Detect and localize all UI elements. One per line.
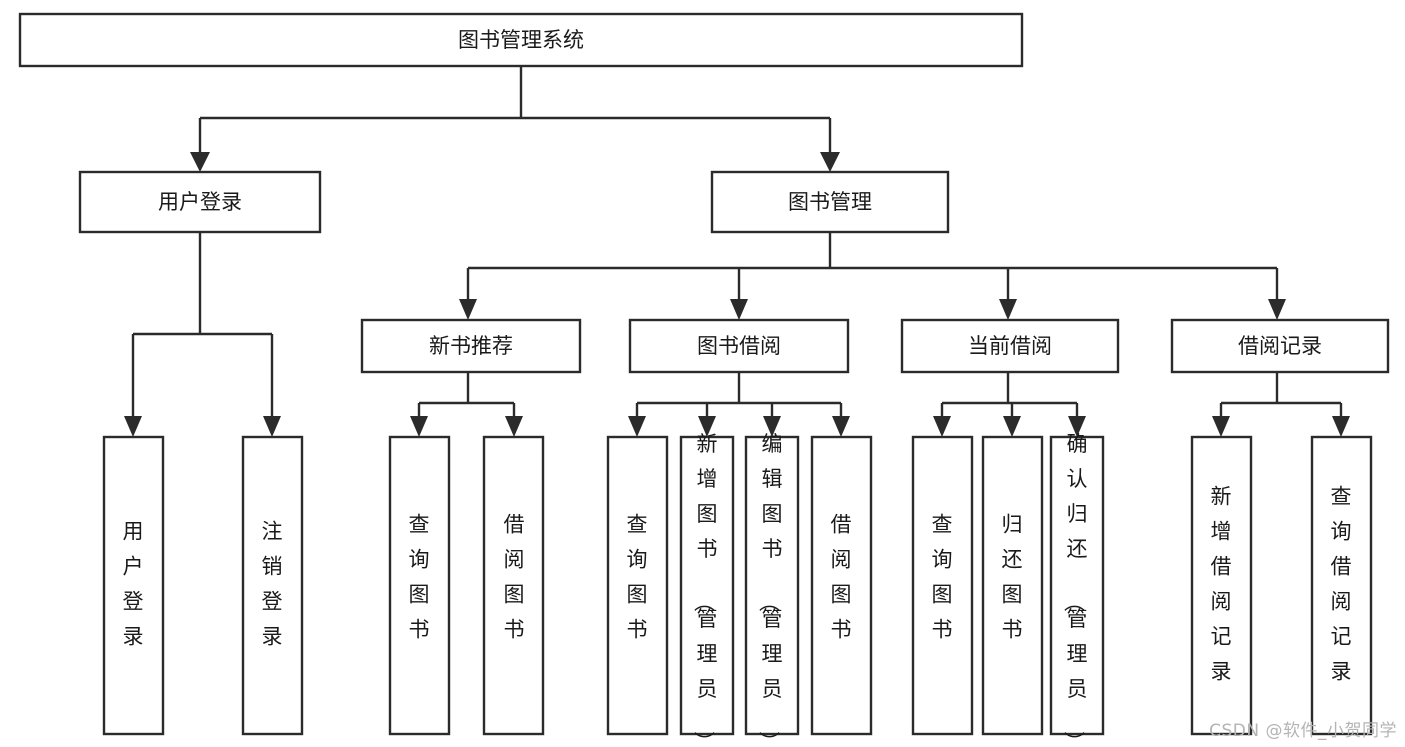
edge-group-book-mgmt	[459, 232, 1286, 320]
node-leaf-borrow-book-2-box[interactable]	[810, 435, 873, 736]
node-user-login-box[interactable]	[78, 170, 322, 234]
node-leaf-logout-label: 注销登录	[262, 520, 283, 649]
arrow-head-leaf-query-book-2	[628, 416, 646, 437]
node-root-label: 图书管理系统	[458, 28, 584, 52]
node-leaf-confirm-return-admin-label: 确认归还（管理员）	[1062, 432, 1088, 747]
node-leaf-borrow-book-2-label: 借阅图书	[831, 513, 852, 642]
node-leaf-borrow-book-2[interactable]: 借阅图书	[810, 435, 873, 736]
node-leaf-query-book-1[interactable]: 查询图书	[388, 435, 451, 736]
arrow-head-leaf-add-record	[1212, 416, 1230, 437]
node-leaf-query-record-label: 查询借阅记录	[1331, 485, 1352, 684]
edge-group-root	[190, 66, 840, 172]
edge-group-borrow-record	[1212, 372, 1350, 437]
node-leaf-user-login[interactable]: 用户登录	[102, 435, 165, 736]
node-borrow-record-box[interactable]	[1170, 318, 1390, 374]
node-leaf-borrow-book-1[interactable]: 借阅图书	[482, 435, 545, 736]
node-book-borrow-label: 图书借阅	[697, 334, 781, 358]
node-leaf-add-record[interactable]: 新增借阅记录	[1190, 435, 1253, 736]
arrow-head-leaf-query-book-1	[410, 416, 428, 437]
node-borrow-record-label: 借阅记录	[1238, 334, 1322, 358]
arrow-head-new-book-rec	[459, 299, 477, 320]
node-leaf-return-book[interactable]: 归还图书	[981, 435, 1044, 736]
arrow-head-leaf-logout	[263, 416, 281, 437]
node-leaf-user-login-label: 用户登录	[123, 520, 144, 649]
node-leaf-confirm-return-admin[interactable]: 确认归还（管理员）	[1049, 432, 1105, 747]
node-current-borrow-box[interactable]	[900, 318, 1120, 374]
node-leaf-query-book-2[interactable]: 查询图书	[606, 435, 669, 736]
arrow-head-leaf-query-record	[1332, 416, 1350, 437]
node-leaf-query-book-2-box[interactable]	[606, 435, 669, 736]
node-borrow-record[interactable]: 借阅记录	[1170, 318, 1390, 374]
arrow-head-leaf-confirm-return-admin	[1068, 416, 1086, 437]
arrow-head-leaf-user-login	[124, 416, 142, 437]
node-root[interactable]: 图书管理系统	[18, 12, 1024, 68]
edge-group-new-book-rec	[410, 372, 523, 437]
edge-group-user-login	[124, 232, 281, 437]
node-leaf-confirm-return-admin-box[interactable]	[1049, 435, 1105, 736]
arrow-head-borrow-record	[1268, 299, 1286, 320]
node-current-borrow-label: 当前借阅	[968, 334, 1052, 358]
arrow-head-current-borrow	[999, 299, 1017, 320]
node-leaf-query-record-box[interactable]	[1310, 435, 1373, 736]
node-current-borrow[interactable]: 当前借阅	[900, 318, 1120, 374]
node-new-book-rec-box[interactable]	[360, 318, 582, 374]
arrow-head-leaf-add-book-admin	[698, 416, 716, 437]
node-book-mgmt[interactable]: 图书管理	[710, 170, 950, 234]
node-leaf-edit-book-admin-label: 编辑图书（管理员）	[757, 432, 783, 747]
node-leaf-add-book-admin-label: 新增图书（管理员）	[692, 432, 718, 747]
node-leaf-query-book-3[interactable]: 查询图书	[911, 435, 974, 736]
node-new-book-rec-label: 新书推荐	[429, 334, 513, 358]
node-leaf-add-book-admin-box[interactable]	[679, 435, 735, 736]
node-leaf-logout[interactable]: 注销登录	[241, 435, 304, 736]
node-leaf-add-book-admin[interactable]: 新增图书（管理员）	[679, 432, 735, 747]
node-leaf-user-login-box[interactable]	[102, 435, 165, 736]
node-leaf-edit-book-admin[interactable]: 编辑图书（管理员）	[744, 432, 800, 747]
node-leaf-borrow-book-1-label: 借阅图书	[504, 513, 525, 642]
node-leaf-query-book-2-label: 查询图书	[627, 513, 648, 642]
node-leaf-add-record-box[interactable]	[1190, 435, 1253, 736]
csdn-watermark: CSDN @软件_小贺同学	[1209, 721, 1397, 741]
node-book-mgmt-label: 图书管理	[788, 190, 872, 214]
node-leaf-query-record[interactable]: 查询借阅记录	[1310, 435, 1373, 736]
arrow-head-leaf-edit-book-admin	[763, 416, 781, 437]
node-new-book-rec[interactable]: 新书推荐	[360, 318, 582, 374]
node-leaf-return-book-label: 归还图书	[1002, 513, 1023, 642]
node-leaf-borrow-book-1-box[interactable]	[482, 435, 545, 736]
arrow-head-user-login	[190, 152, 210, 172]
arrow-head-book-borrow	[730, 299, 748, 320]
node-root-box[interactable]	[18, 12, 1024, 68]
arrow-head-leaf-return-book	[1003, 416, 1021, 437]
node-book-borrow[interactable]: 图书借阅	[628, 318, 850, 374]
node-book-borrow-box[interactable]	[628, 318, 850, 374]
node-leaf-query-book-1-box[interactable]	[388, 435, 451, 736]
node-leaf-query-book-1-label: 查询图书	[409, 513, 430, 642]
node-leaf-query-book-3-label: 查询图书	[932, 513, 953, 642]
arrow-head-leaf-query-book-3	[933, 416, 951, 437]
node-leaf-add-record-label: 新增借阅记录	[1211, 485, 1232, 684]
node-leaf-query-book-3-box[interactable]	[911, 435, 974, 736]
node-leaf-logout-box[interactable]	[241, 435, 304, 736]
node-leaf-edit-book-admin-box[interactable]	[744, 435, 800, 736]
edge-group-current-borrow	[933, 372, 1086, 437]
node-leaf-return-book-box[interactable]	[981, 435, 1044, 736]
arrow-head-leaf-borrow-book-2	[832, 416, 850, 437]
arrow-head-leaf-borrow-book-1	[505, 416, 523, 437]
node-user-login-label: 用户登录	[158, 190, 242, 214]
arrow-head-book-mgmt	[820, 152, 840, 172]
node-user-login[interactable]: 用户登录	[78, 170, 322, 234]
edge-group-book-borrow	[628, 372, 850, 437]
node-book-mgmt-box[interactable]	[710, 170, 950, 234]
